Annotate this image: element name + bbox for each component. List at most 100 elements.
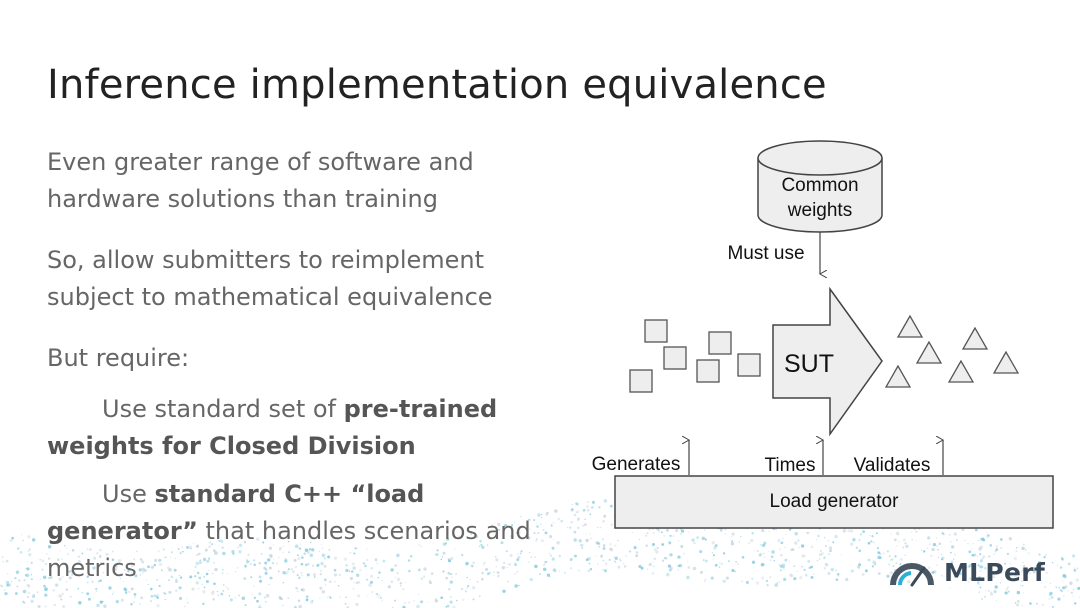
background-dot [976,581,980,584]
background-dot [133,596,137,599]
background-dot [136,550,138,553]
background-dot [117,559,122,563]
background-dot [510,534,514,538]
background-dot [290,568,293,571]
background-dot [196,571,200,575]
background-dot [904,554,906,556]
background-dot [112,550,114,553]
background-dot [49,576,53,579]
background-dot [407,559,411,562]
validates-label: Validates [854,455,931,476]
background-dot [865,569,868,573]
background-dot [81,552,84,555]
background-dot [221,546,224,549]
background-dot [1006,586,1009,589]
background-dot [783,568,785,570]
background-dot [1000,571,1003,574]
background-dot [964,565,968,569]
background-dot [5,580,10,585]
background-dot [1004,562,1007,565]
background-dot [978,584,980,586]
background-dot [1022,561,1024,563]
background-dot [625,555,627,557]
background-dot [442,551,446,555]
load-generator-box: Load generator [614,475,1054,529]
background-dot [978,591,981,593]
background-dot [319,573,322,576]
background-dot [156,578,159,581]
background-dot [928,543,931,546]
background-dot [222,589,225,592]
background-dot [979,559,984,563]
background-dot [894,555,897,558]
background-dot [1004,591,1008,595]
background-dot [231,550,235,554]
background-dot [1041,603,1044,606]
background-dot [889,559,892,561]
background-dot [1063,595,1065,597]
background-dot [779,548,781,550]
background-dot [86,581,89,584]
background-dot [808,532,810,534]
background-dot [472,598,475,601]
background-dot [149,600,152,603]
background-dot [830,567,834,572]
background-dot [609,504,613,508]
background-dot [587,569,591,573]
background-dot [1013,573,1018,577]
background-dot [824,544,828,548]
background-dot [27,596,29,598]
background-dot [212,561,215,564]
background-dot [156,604,160,608]
background-dot [89,548,92,551]
background-dot [99,554,102,557]
background-dot [131,572,133,574]
background-dot [17,579,21,582]
background-dot [249,562,252,566]
background-dot [65,580,68,583]
background-dot [213,582,216,586]
background-dot [1074,602,1077,605]
background-dot [295,587,298,590]
background-dot [205,580,209,584]
background-dot [847,529,851,533]
background-dot [888,563,890,565]
background-dot [994,585,998,589]
background-dot [724,533,727,535]
background-dot [828,546,833,550]
background-dot [352,566,356,570]
background-dot [622,562,625,565]
background-dot [339,596,341,598]
background-dot [452,605,456,608]
background-dot [78,600,82,605]
background-dot [700,570,703,574]
background-dot [990,592,994,596]
background-dot [950,560,954,564]
background-dot [940,553,943,556]
mlperf-gauge-icon [890,563,934,587]
background-dot [320,561,324,566]
background-dot [323,557,326,560]
background-dot [718,566,721,569]
background-dot [1016,590,1021,595]
sut-block-arrow: SUT [772,286,883,437]
background-dot [372,554,374,556]
background-dot [1022,592,1024,594]
background-dot [573,538,577,542]
background-dot [614,561,617,563]
background-dot [664,556,668,560]
background-dot [631,531,634,534]
background-dot [941,532,944,535]
background-dot [1076,567,1079,569]
background-dot [1024,548,1027,551]
output-triangle [915,340,943,364]
background-dot [645,544,648,548]
background-dot [533,532,536,535]
requirement-weights-bold: pre-trained weights for Closed Division [47,395,498,460]
background-dot [227,588,230,591]
background-dot [603,499,608,503]
background-dot [564,571,566,574]
background-dot [321,543,323,545]
background-dot [834,534,838,539]
background-dot [316,563,320,567]
